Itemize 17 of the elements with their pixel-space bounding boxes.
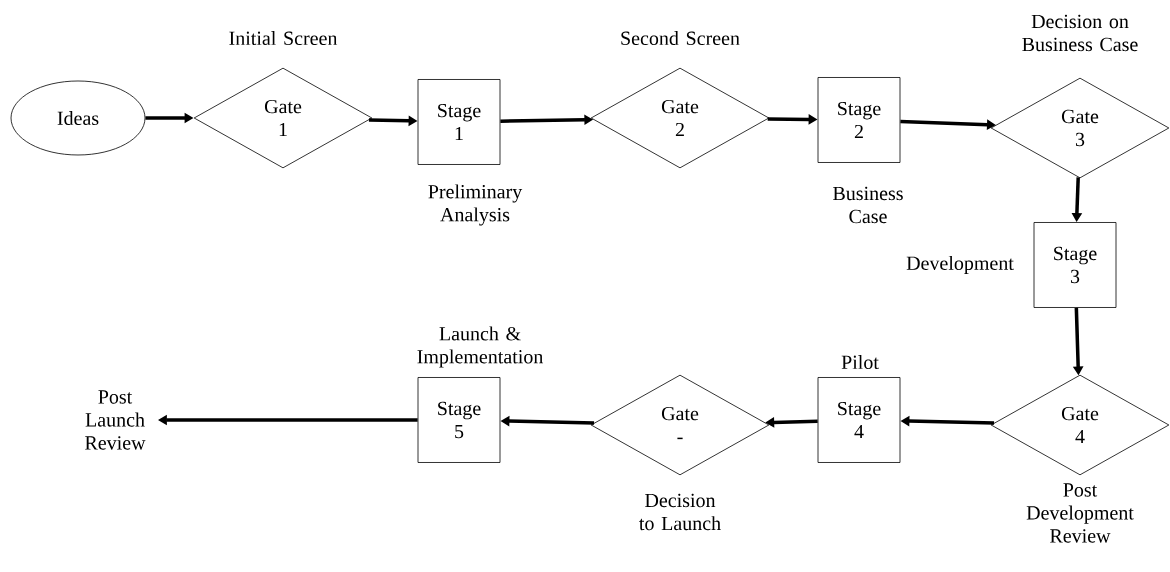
node-caption: Post Development Review (1026, 483, 1134, 543)
ellipse-node: Ideas (10, 80, 146, 156)
node-caption: Pilot (841, 354, 879, 369)
node-caption: Second Screen (621, 30, 740, 46)
node-caption: Initial Screen (229, 30, 338, 46)
stage-box: Stage 1 (417, 79, 501, 165)
stage-box: Stage 2 (817, 77, 901, 163)
node-caption: Decision on Business Case (1022, 14, 1138, 52)
node-caption: Development (906, 255, 1014, 275)
stage-box: Stage 3 (1033, 222, 1117, 308)
node-caption: Preliminary Analysis (428, 184, 523, 226)
stage-box: Stage 4 (817, 377, 901, 463)
node-caption: Decision to Launch (639, 493, 721, 531)
stage-box: Stage 5 (417, 377, 501, 463)
node-caption: Launch & Implementation (417, 326, 544, 368)
end-label: Post Launch Review (85, 390, 146, 450)
node-caption: Business Case (833, 186, 903, 224)
